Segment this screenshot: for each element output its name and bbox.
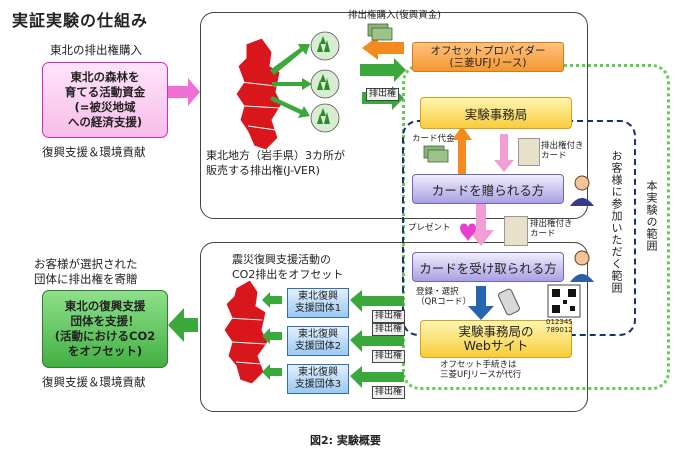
card-receiver-box: カードを受け取られる方 xyxy=(412,252,564,282)
region-label-2: 販売する排出権(J-VER) xyxy=(206,164,320,177)
offset-provider-box: オフセットプロバイダー (三菱UFJリース) xyxy=(412,42,564,72)
support-groups-box: 東北の復興支援 団体を支援！ (活動におけるCO2 をオフセット) xyxy=(42,290,168,368)
forest-cluster-icon xyxy=(310,31,340,133)
forest-fund-box: 東北の森林を 育てる活動資金 (=被災地域 への経済支援) xyxy=(42,62,168,138)
qr-card-icon xyxy=(547,284,581,318)
giver-to-receiver-arrow-icon xyxy=(468,204,494,246)
page-title: 実証実験の仕組み xyxy=(12,11,149,30)
present-label: プレゼント xyxy=(408,223,451,233)
card-giver-box: カードを贈られる方 xyxy=(412,174,564,204)
card-with-credit-2: 排出権付き カード xyxy=(530,219,573,239)
receiver-to-web-arrow-icon xyxy=(468,286,494,320)
web-to-groups-arrows-icon xyxy=(350,290,404,388)
emission-tag: 排出権 xyxy=(372,350,406,363)
card-with-credit-1: 排出権付き カード xyxy=(541,141,584,161)
purchase-label: 排出権購入(復興資金) xyxy=(348,10,441,21)
left-bottom-heading-1: お客様が選択された xyxy=(34,257,138,271)
left-bottom-heading-2: 団体に排出権を寄贈 xyxy=(34,272,138,286)
offset-note: オフセット手続きは 三菱UFJリースが代行 xyxy=(440,360,522,380)
left-top-heading: 東北の排出権購入 xyxy=(50,43,142,57)
register-label: 登録・選択 （QRコード） xyxy=(416,287,472,307)
tohoku-map-top-icon xyxy=(235,37,283,151)
experiment-scope-label: 本実験の範囲 xyxy=(645,180,658,252)
bottom-heading-1: 震災復興支援活動の xyxy=(232,253,331,266)
card-fee-arrow-icon xyxy=(452,126,472,182)
money-icon xyxy=(367,23,393,41)
card-2-icon xyxy=(504,216,528,246)
support-group-2: 東北復興 支援団体2 xyxy=(287,326,349,356)
support-group-3: 東北復興 支援団体3 xyxy=(287,364,349,394)
emission-tag: 排出権 xyxy=(372,386,406,399)
figure-caption: 図2: 実験概要 xyxy=(310,434,381,447)
person-giver-icon xyxy=(570,175,594,206)
left-top-footer: 復興支援＆環境貢献 xyxy=(42,145,146,159)
map-to-forest-arrows-icon xyxy=(270,44,312,118)
region-label-1: 東北地方（岩手県）3カ所が xyxy=(206,149,345,162)
forest-to-provider-arrow-icon xyxy=(360,58,406,82)
region-to-groups-arrows-icon xyxy=(262,292,282,380)
green-arrow-icon xyxy=(168,308,198,342)
money-icon xyxy=(423,145,449,163)
person-receiver-icon xyxy=(570,250,594,282)
card-1-icon xyxy=(518,138,540,166)
pink-arrow-icon xyxy=(168,78,200,106)
phone-icon xyxy=(498,288,520,316)
qr-code-number: 012345 789012 xyxy=(546,318,573,334)
emission-tag: 排出権 xyxy=(366,88,400,101)
office-box: 実験事務局 xyxy=(420,97,572,129)
emission-tag: 排出権 xyxy=(372,310,406,323)
left-bottom-footer: 復興支援＆環境貢献 xyxy=(42,375,146,389)
support-group-1: 東北復興 支援団体1 xyxy=(287,288,349,318)
purchase-arrow-icon xyxy=(362,36,404,60)
bottom-heading-2: CO2排出をオフセット xyxy=(232,268,344,281)
card-fee-label: カード代金 xyxy=(412,134,455,144)
website-box: 実験事務局の Webサイト xyxy=(420,320,572,358)
tohoku-map-bottom-icon xyxy=(223,279,269,385)
customer-scope-label: お客様に参加いただく範囲 xyxy=(610,150,623,294)
emission-tag: 排出権 xyxy=(372,323,406,336)
heart-icon xyxy=(460,223,476,242)
office-to-giver-arrow-icon xyxy=(494,134,514,172)
